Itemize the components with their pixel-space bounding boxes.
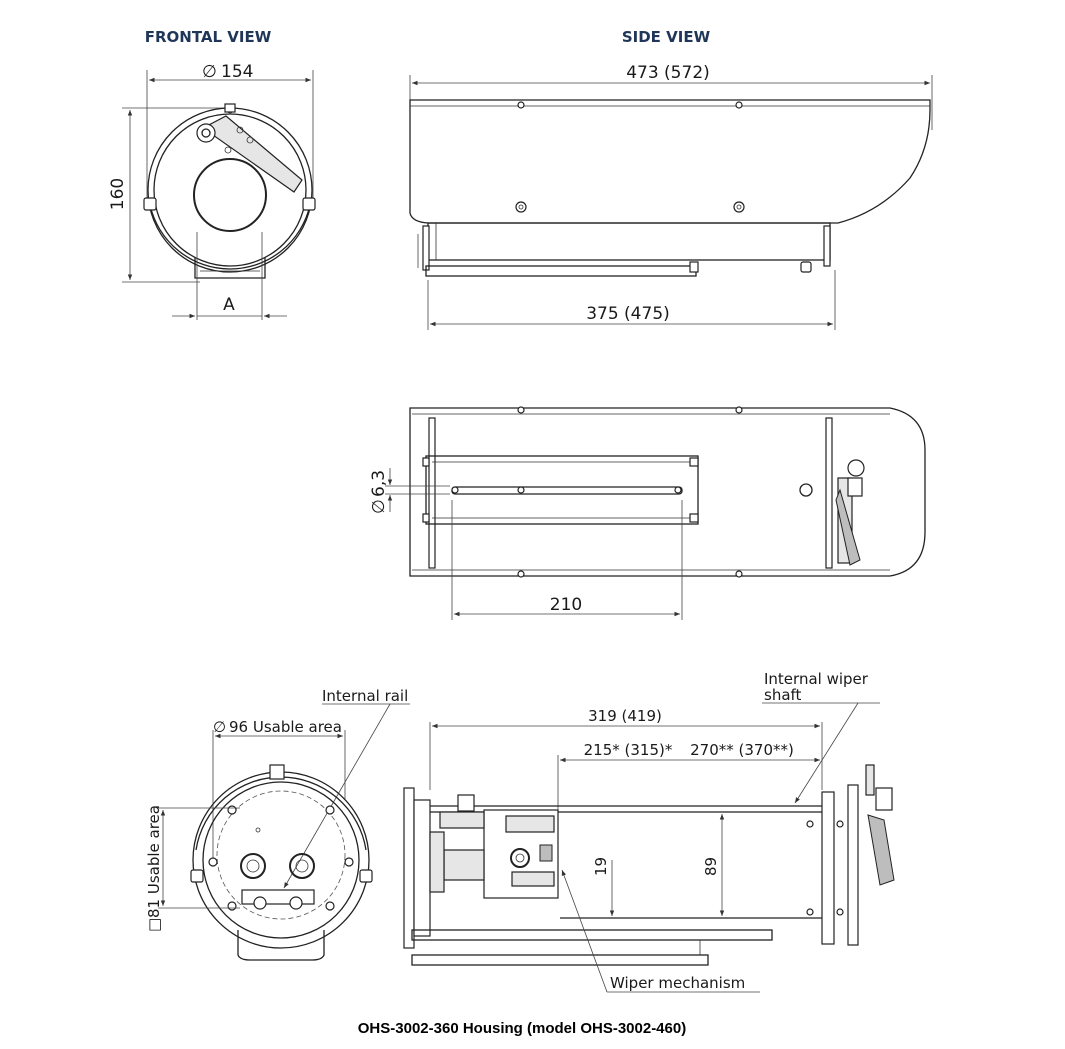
usable-square-dimension: 81 Usable area	[145, 805, 163, 918]
frontal-view-title: FRONTAL VIEW	[145, 28, 272, 46]
usable-circle-dimension: 96 Usable area	[229, 718, 342, 736]
wiper-shaft-label-line2: shaft	[764, 686, 802, 704]
side-view: 473 (572) 375 (475)	[409, 63, 933, 330]
usable-square-symbol: □	[145, 918, 163, 932]
side-base-length-dimension: 375 (475)	[586, 304, 670, 324]
top-view: ∅ 6,3 210	[369, 406, 926, 620]
slot-diameter-symbol: ∅	[369, 499, 389, 514]
internal-frontal-view: Internal rail ∅ 96 Usable area	[145, 687, 410, 961]
front-diameter-symbol: ∅	[202, 62, 217, 82]
internal-rail-label: Internal rail	[322, 687, 408, 705]
front-height-dimension: 160	[108, 178, 128, 210]
internal-side-view: Internal wiper shaft 319 (419) 215* (315…	[403, 670, 895, 993]
frontal-view: ∅ 154 160 A	[108, 62, 316, 320]
slot-length-dimension: 210	[550, 595, 582, 615]
camera-length-dimension-2: 270** (370**)	[690, 741, 794, 759]
wiper-shaft-label-line1: Internal wiper	[764, 670, 869, 688]
usable-circle-symbol: ∅	[213, 718, 226, 736]
camera-length-dimension-1: 215* (315)*	[584, 741, 673, 759]
slot-diameter-dimension: 6,3	[369, 470, 389, 497]
usable-height-dimension: 89	[702, 857, 720, 876]
front-diameter-dimension: 154	[221, 62, 253, 82]
figure-caption: OHS-3002-360 Housing (model OHS-3002-460…	[358, 1020, 686, 1037]
front-width-dimension: A	[223, 295, 235, 315]
side-view-title: SIDE VIEW	[622, 28, 711, 46]
side-length-dimension: 473 (572)	[626, 63, 710, 83]
internal-length-dimension: 319 (419)	[588, 707, 662, 725]
wiper-mechanism-label: Wiper mechanism	[610, 974, 745, 992]
rail-height-dimension: 19	[592, 857, 610, 876]
